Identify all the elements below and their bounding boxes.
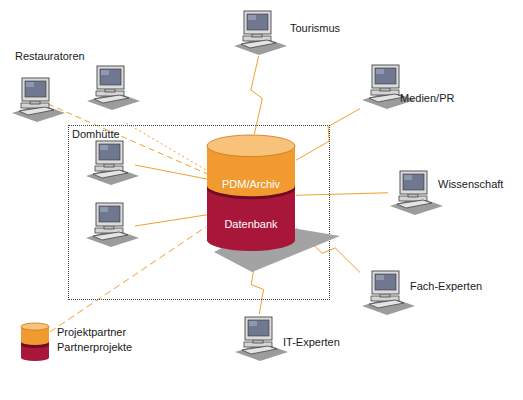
network-link xyxy=(126,123,206,170)
group-box: DomhüttePDM/ArchivDatenbank xyxy=(68,125,330,300)
network-link xyxy=(296,109,360,161)
node-shape xyxy=(20,322,50,362)
computer-icon xyxy=(234,11,287,55)
computer-node: Medien/PR xyxy=(360,62,416,110)
node-label: Medien/PR xyxy=(400,92,454,105)
network-link xyxy=(251,56,263,134)
database-node: PDM/ArchivDatenbank xyxy=(206,134,296,259)
computer-icon xyxy=(362,271,415,315)
node-label: PDM/Archiv xyxy=(206,178,296,191)
node-label: Fach-Experten xyxy=(410,280,482,293)
computer-node: Fach-Experten xyxy=(360,268,416,316)
inner-link xyxy=(135,214,212,226)
computer-icon xyxy=(12,78,65,122)
node-shape xyxy=(206,134,296,259)
group-title: Domhütte xyxy=(72,128,120,141)
node-shape xyxy=(10,63,141,123)
node-shape xyxy=(233,314,289,362)
computer-icon xyxy=(390,171,443,215)
node-label: Projektpartner xyxy=(57,326,126,339)
database-node: ProjektpartnerPartnerprojekte xyxy=(20,322,50,362)
node-label: Restauratoren xyxy=(15,50,85,63)
node-shape xyxy=(388,168,444,216)
node-label: IT-Experten xyxy=(283,336,340,349)
computer-icon xyxy=(86,141,139,185)
computer-icon xyxy=(87,66,140,110)
node-shape xyxy=(232,8,288,56)
node-label: Datenbank xyxy=(206,218,296,231)
database-cylinder xyxy=(21,323,49,361)
computer-node: Wissenschaft xyxy=(388,168,444,216)
computer-node: IT-Experten xyxy=(233,314,289,362)
node-label: Partnerprojekte xyxy=(57,341,132,354)
node-label: Tourismus xyxy=(290,22,340,35)
database-cylinder xyxy=(207,135,340,272)
network-link xyxy=(296,193,388,196)
restorer-link xyxy=(48,104,212,176)
node-label: Wissenschaft xyxy=(438,178,503,191)
node-shape xyxy=(360,268,416,316)
computer-node: Tourismus xyxy=(232,8,288,56)
computer-icon xyxy=(86,203,139,247)
computer-icon xyxy=(235,317,288,361)
computer-node: Restauratoren xyxy=(10,63,141,123)
network-link xyxy=(50,227,206,332)
